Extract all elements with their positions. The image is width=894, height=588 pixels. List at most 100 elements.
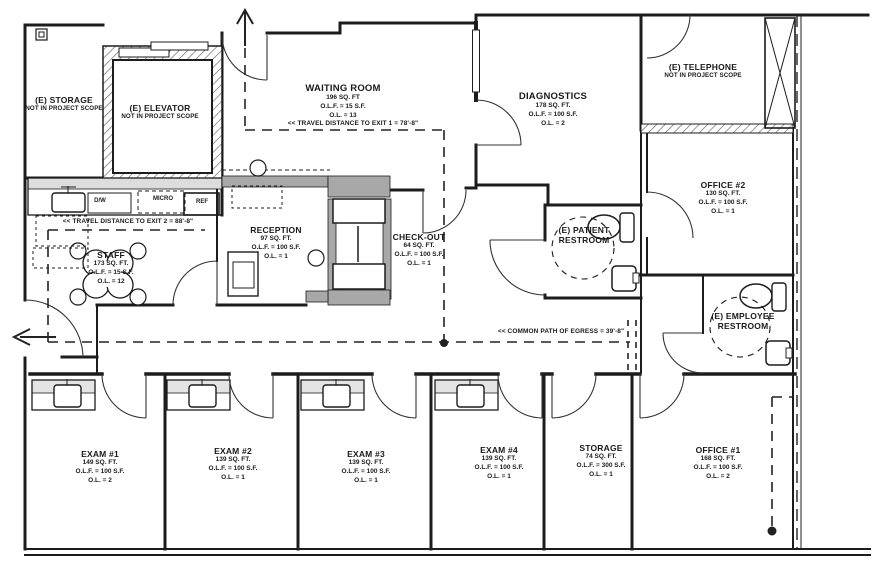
scope-note: NOT IN PROJECT SCOPE: [25, 105, 103, 112]
room-name: EXAM #3: [347, 449, 385, 459]
sink-icon: [322, 384, 351, 408]
sink-icon: [456, 384, 485, 408]
interior-window: [472, 29, 480, 93]
microwave-label: MICRO: [153, 196, 173, 202]
room-label-reception: RECEPTION 97 SQ. FT. O.L.F. = 100 S.F. O…: [250, 225, 301, 261]
room-label-storage-e: (E) STORAGE NOT IN PROJECT SCOPE: [25, 95, 102, 112]
room-ol: O.L. = 2: [706, 472, 730, 480]
cabinet-icon: [227, 251, 259, 297]
employee-restroom-fixtures: [709, 282, 793, 366]
scope-note: NOT IN PROJECT SCOPE: [664, 72, 742, 79]
turning-radius-circle: [551, 216, 615, 280]
room-name-line1: (E) PATIENT: [558, 225, 610, 235]
kitchen-counter: [27, 177, 223, 216]
room-area: 139 SQ. FT.: [215, 456, 251, 463]
refrigerator-box: [183, 192, 220, 216]
room-name: (E) STORAGE: [35, 95, 93, 105]
room-area: 173 SQ. FT.: [93, 260, 129, 267]
exam3-counter: [300, 379, 365, 411]
room-area: 74 SQ. FT.: [585, 453, 617, 460]
room-label-exam-2: EXAM #2 139 SQ. FT. O.L.F. = 100 S.F. O.…: [209, 446, 258, 482]
room-olf: O.L.F. = 100 S.F.: [341, 467, 391, 475]
room-label-exam-3: EXAM #3 139 SQ. FT. O.L.F. = 100 S.F. O.…: [342, 449, 391, 485]
chair-icon: [307, 249, 325, 267]
room-label-staff: STAFF 173 SQ. FT. O.L.F. = 15 S.F. O.L. …: [88, 250, 133, 286]
door-swings: [24, 14, 704, 419]
room-area: 196 SQ. FT: [326, 94, 360, 101]
room-label-waiting-room: WAITING ROOM 196 SQ. FT O.L.F. = 15 S.F.…: [305, 83, 380, 120]
room-name: EXAM #1: [81, 449, 119, 459]
room-label-patient-restroom: (E) PATIENT RESTROOM: [559, 225, 610, 245]
room-area: 178 SQ. FT.: [535, 102, 571, 109]
room-area: 139 SQ. FT.: [481, 455, 517, 462]
egress-paths: [47, 48, 793, 528]
room-name: CHECK-OUT: [392, 232, 446, 242]
dishwasher-box: [87, 192, 132, 214]
exit-2-arrow-icon: [11, 328, 56, 346]
room-name-line2: RESTROOM: [558, 235, 610, 245]
room-name: OFFICE #2: [700, 180, 746, 190]
sink-icon: [53, 384, 82, 408]
faucet-icon: [61, 186, 76, 193]
room-ol: O.L. = 1: [589, 470, 613, 478]
room-olf: O.L.F. = 100 S.F.: [528, 110, 578, 118]
room-name: DIAGNOSTICS: [518, 91, 588, 102]
patient-restroom-fixtures: [551, 212, 640, 292]
path-node-dot: [440, 339, 448, 347]
staff-dashed-furniture: [32, 215, 89, 269]
room-olf: O.L.F. = 100 S.F.: [251, 243, 301, 251]
room-ol: O.L. = 2: [88, 476, 112, 484]
room-area: 130 SQ. FT.: [705, 190, 741, 197]
scope-note: NOT IN PROJECT SCOPE: [121, 113, 199, 120]
turning-radius-circle: [709, 296, 771, 358]
shaft-x-brace: [764, 17, 796, 129]
room-label-storage: STORAGE 74 SQ. FT. O.L.F. = 300 S.F. O.L…: [577, 443, 626, 479]
room-name: (E) ELEVATOR: [129, 103, 191, 113]
elevator-shaft: [102, 41, 223, 186]
room-ol: O.L. = 13: [329, 111, 357, 119]
exam-counters: [31, 379, 499, 411]
room-olf: O.L.F. = 100 S.F.: [698, 198, 748, 206]
room-olf: O.L.F. = 100 S.F.: [394, 250, 444, 258]
room-ol: O.L. = 1: [264, 252, 288, 260]
room-area: 149 SQ. FT.: [82, 459, 118, 466]
exam4-counter: [434, 379, 499, 411]
room-area: 139 SQ. FT.: [348, 459, 384, 466]
room-ol: O.L. = 1: [407, 259, 431, 267]
room-label-employee-restroom: (E) EMPLOYEE RESTROOM: [711, 311, 774, 331]
room-ol: O.L. = 1: [354, 476, 378, 484]
annotation-travel-distance-exit-1: << TRAVEL DISTANCE TO EXIT 1 = 78'-8": [287, 120, 419, 127]
room-olf: O.L.F. = 100 S.F.: [208, 464, 258, 472]
room-area: 64 SQ. FT.: [403, 242, 435, 249]
room-olf: O.L.F. = 15 S.F.: [320, 102, 366, 110]
kitchen-sink-icon: [51, 192, 86, 213]
room-label-check-out: CHECK-OUT 64 SQ. FT. O.L.F. = 100 S.F. O…: [393, 232, 446, 268]
microwave-box: [137, 190, 186, 214]
room-label-elevator: (E) ELEVATOR NOT IN PROJECT SCOPE: [121, 103, 198, 120]
room-olf: O.L.F. = 100 S.F.: [75, 467, 125, 475]
room-label-exam-4: EXAM #4 139 SQ. FT. O.L.F. = 100 S.F. O.…: [475, 445, 524, 481]
path-node-dot: [767, 526, 777, 536]
exam2-counter: [166, 379, 231, 411]
room-label-diagnostics: DIAGNOSTICS 178 SQ. FT. O.L.F. = 100 S.F…: [519, 91, 587, 128]
room-ol: O.L. = 1: [711, 207, 735, 215]
staff-table-icon: [69, 242, 147, 306]
room-area: 168 SQ. FT.: [700, 455, 736, 462]
room-label-office-2: OFFICE #2 130 SQ. FT. O.L.F. = 100 S.F. …: [699, 180, 748, 216]
room-olf: O.L.F. = 15 S.F.: [88, 268, 134, 276]
room-label-office-1: OFFICE #1 168 SQ. FT. O.L.F. = 100 S.F. …: [694, 445, 743, 481]
room-name: EXAM #2: [214, 446, 252, 456]
sink-icon: [188, 384, 217, 408]
room-name: (E) TELEPHONE: [668, 62, 738, 72]
storage-window-detail: [35, 28, 48, 41]
room-olf: O.L.F. = 100 S.F.: [474, 463, 524, 471]
room-name: EXAM #4: [480, 445, 518, 455]
room-label-exam-1: EXAM #1 149 SQ. FT. O.L.F. = 100 S.F. O.…: [76, 449, 125, 485]
room-name: WAITING ROOM: [305, 83, 381, 94]
room-name-line1: (E) EMPLOYEE: [711, 311, 775, 321]
room-olf: O.L.F. = 100 S.F.: [693, 463, 743, 471]
annotation-travel-distance-exit-2: << TRAVEL DISTANCE TO EXIT 2 = 88'-8": [62, 218, 194, 225]
reception-desk: [221, 159, 330, 297]
exit-1-arrow-icon: [236, 7, 254, 46]
